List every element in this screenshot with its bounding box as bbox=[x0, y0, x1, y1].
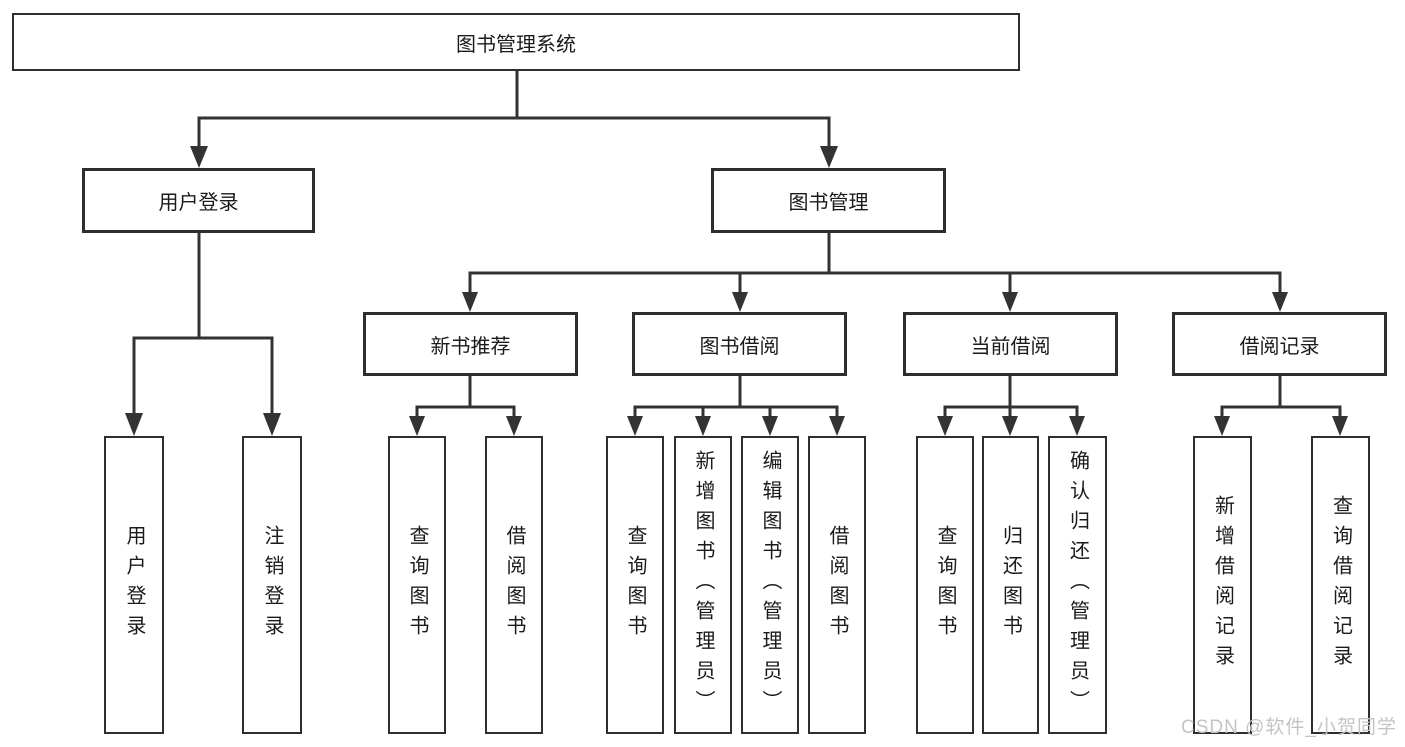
leaf-borrow-books-2-label: 借阅图书 bbox=[826, 525, 848, 645]
csdn-watermark: CSDN @软件_小贺同学 bbox=[1181, 717, 1397, 738]
leaf-query-books-1: 查询图书 bbox=[388, 436, 446, 734]
leaf-logout: 注销登录 bbox=[242, 436, 302, 734]
leaf-query-books-3-label: 查询图书 bbox=[934, 525, 956, 645]
node-book-management: 图书管理 bbox=[711, 168, 946, 233]
node-current-borrowing: 当前借阅 bbox=[903, 312, 1118, 376]
leaf-query-books-3: 查询图书 bbox=[916, 436, 974, 734]
connector-path bbox=[132, 69, 1342, 420]
leaf-edit-book-admin: 编辑图书（管理员） bbox=[741, 436, 799, 734]
leaf-borrow-books-1-label: 借阅图书 bbox=[503, 525, 525, 645]
leaf-query-books-2-label: 查询图书 bbox=[624, 525, 646, 645]
node-new-book-recommend-label: 新书推荐 bbox=[430, 335, 511, 358]
leaf-add-book-admin-label: 新增图书（管理员） bbox=[692, 450, 714, 720]
leaf-edit-book-admin-label: 编辑图书（管理员） bbox=[759, 450, 781, 720]
node-user-login: 用户登录 bbox=[82, 168, 315, 233]
leaf-user-login: 用户登录 bbox=[104, 436, 164, 734]
leaf-user-login-label: 用户登录 bbox=[123, 525, 145, 645]
leaf-add-book-admin: 新增图书（管理员） bbox=[674, 436, 732, 734]
node-current-borrowing-label: 当前借阅 bbox=[970, 335, 1051, 358]
leaf-query-books-1-label: 查询图书 bbox=[406, 525, 428, 645]
node-user-login-label: 用户登录 bbox=[158, 192, 239, 214]
leaf-return-book-label: 归还图书 bbox=[999, 525, 1022, 645]
leaf-confirm-return-admin-label: 确认归还（管理员） bbox=[1066, 450, 1089, 720]
node-book-borrowing-label: 图书借阅 bbox=[699, 335, 780, 358]
node-book-borrowing: 图书借阅 bbox=[632, 312, 847, 376]
arrowheads bbox=[125, 146, 1348, 436]
leaf-logout-label: 注销登录 bbox=[261, 525, 283, 645]
leaf-query-borrow-record-label: 查询借阅记录 bbox=[1329, 495, 1352, 675]
leaf-add-borrow-record: 新增借阅记录 bbox=[1193, 436, 1252, 734]
node-book-management-label: 图书管理 bbox=[788, 192, 869, 214]
node-borrowing-records-label: 借阅记录 bbox=[1239, 335, 1320, 358]
node-new-book-recommend: 新书推荐 bbox=[363, 312, 578, 376]
leaf-query-books-2: 查询图书 bbox=[606, 436, 664, 734]
leaf-add-borrow-record-label: 新增借阅记录 bbox=[1211, 495, 1234, 675]
leaf-borrow-books-1: 借阅图书 bbox=[485, 436, 543, 734]
leaf-confirm-return-admin: 确认归还（管理员） bbox=[1048, 436, 1107, 734]
leaf-query-borrow-record: 查询借阅记录 bbox=[1311, 436, 1370, 734]
node-borrowing-records: 借阅记录 bbox=[1172, 312, 1387, 376]
leaf-borrow-books-2: 借阅图书 bbox=[808, 436, 866, 734]
node-root-label: 图书管理系统 bbox=[456, 33, 576, 56]
node-root: 图书管理系统 bbox=[12, 13, 1020, 71]
leaf-return-book: 归还图书 bbox=[982, 436, 1039, 734]
